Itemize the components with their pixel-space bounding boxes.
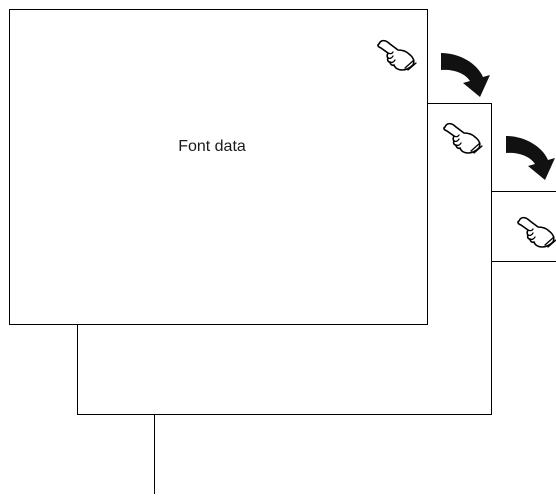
curved-arrow-icon	[506, 136, 555, 180]
curved-arrow-icon	[441, 53, 490, 97]
font-data-label: Font data	[178, 138, 246, 155]
front-sheet	[9, 9, 428, 325]
